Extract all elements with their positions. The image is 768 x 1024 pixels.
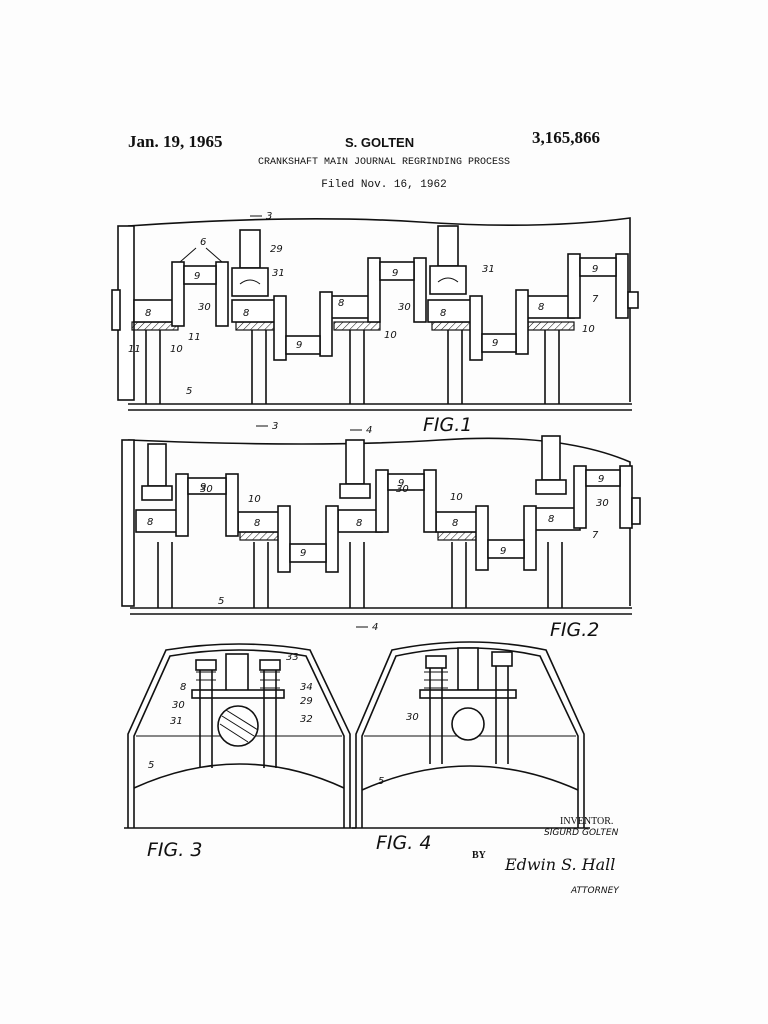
- ref-number-10: 10: [170, 344, 183, 355]
- inventor-header: S. GOLTEN: [345, 135, 415, 150]
- ref-number-9: 9: [598, 474, 604, 485]
- ref-number-31: 31: [170, 716, 183, 727]
- ref-6: 6: [200, 237, 206, 248]
- ref-number-10: 10: [384, 330, 397, 341]
- ref-number-5: 5: [148, 760, 154, 771]
- filed-date: Filed Nov. 16, 1962: [321, 179, 447, 191]
- ref-number-9: 9: [300, 548, 306, 559]
- ref-number-30: 30: [406, 712, 419, 723]
- ref-number-4: 4: [366, 425, 372, 436]
- figure-2-label: FIG.2: [550, 619, 599, 641]
- figure-1-drawing: 3 6 9 8 8 8 8 8 9 9 9 9 29 31 31 30 30 1…: [111, 211, 639, 436]
- ref-number-9: 9: [500, 546, 506, 557]
- ref-number-30: 30: [596, 498, 609, 509]
- ref-number-9: 9: [392, 268, 398, 279]
- ref-number-8: 8: [440, 308, 446, 319]
- ref-number-8: 8: [147, 517, 153, 528]
- ref-number-3: 3: [272, 421, 278, 432]
- ref-number-5: 5: [186, 386, 192, 397]
- ref-number-8: 8: [180, 682, 186, 693]
- ref-number-9: 9: [194, 271, 200, 282]
- ref-number-8: 8: [254, 518, 260, 529]
- ref-number-8: 8: [243, 308, 249, 319]
- ref-number-7: 7: [592, 294, 599, 305]
- ref-number-8: 8: [145, 308, 151, 319]
- ref-number-9: 9: [296, 340, 302, 351]
- by-label: BY: [472, 850, 486, 861]
- figure-4-drawing: 30 5 FIG. 4: [352, 641, 590, 854]
- ref-number-4: 4: [372, 622, 378, 633]
- ref-number-9: 9: [200, 482, 206, 493]
- ref-number-10: 10: [582, 324, 595, 335]
- ref-number-5: 5: [378, 776, 384, 787]
- ref-number-30: 30: [172, 700, 185, 711]
- attorney-label: ATTORNEY: [571, 886, 619, 896]
- ref-number-10: 10: [450, 492, 463, 503]
- ref-number-8: 8: [452, 518, 458, 529]
- ref-number-30: 30: [398, 302, 411, 313]
- figure-3-label: FIG. 3: [147, 839, 202, 861]
- ref-number-30: 30: [198, 302, 211, 313]
- attorney-signature: Edwin S. Hall: [505, 855, 616, 874]
- ref-number-30: 30: [396, 484, 409, 495]
- ref-number-11: 11: [188, 332, 201, 343]
- figure-2-drawing: 4: [121, 425, 641, 641]
- ref-number-32: 32: [300, 714, 313, 725]
- ref-number-8: 8: [548, 514, 554, 525]
- ref-number-30: 30: [200, 484, 213, 495]
- ref-number-9: 9: [592, 264, 598, 275]
- ref-3: 3: [266, 211, 272, 222]
- figure-4-label: FIG. 4: [376, 832, 431, 854]
- ref-number-31: 31: [482, 264, 495, 275]
- patent-number: 3,165,866: [532, 128, 600, 147]
- ref-number-34: 34: [300, 682, 313, 693]
- inventor-name: SIGURD GOLTEN: [544, 828, 619, 838]
- patent-date: Jan. 19, 1965: [128, 132, 223, 151]
- ref-number-8: 8: [356, 518, 362, 529]
- ref-number-29: 29: [270, 244, 283, 255]
- ref-number-8: 8: [338, 298, 344, 309]
- ref-number-7: 7: [592, 530, 599, 541]
- ref-number-29: 29: [300, 696, 313, 707]
- ref-number-31: 31: [272, 268, 285, 279]
- patent-title: CRANKSHAFT MAIN JOURNAL REGRINDING PROCE…: [257, 157, 511, 168]
- ref-number-9: 9: [492, 338, 498, 349]
- figure-1-label: FIG.1: [423, 414, 472, 436]
- ref-number-11: 11: [128, 344, 141, 355]
- ref-number-5: 5: [218, 596, 224, 607]
- ref-number-9: 9: [398, 478, 404, 489]
- ref-number-10: 10: [248, 494, 261, 505]
- ref-number-8: 8: [538, 302, 544, 313]
- ref-number-33: 33: [286, 652, 299, 663]
- inventor-label: INVENTOR.: [560, 816, 614, 827]
- figure-3-drawing: 33 34 29 32 8 30 31 5 FIG. 3: [124, 643, 356, 861]
